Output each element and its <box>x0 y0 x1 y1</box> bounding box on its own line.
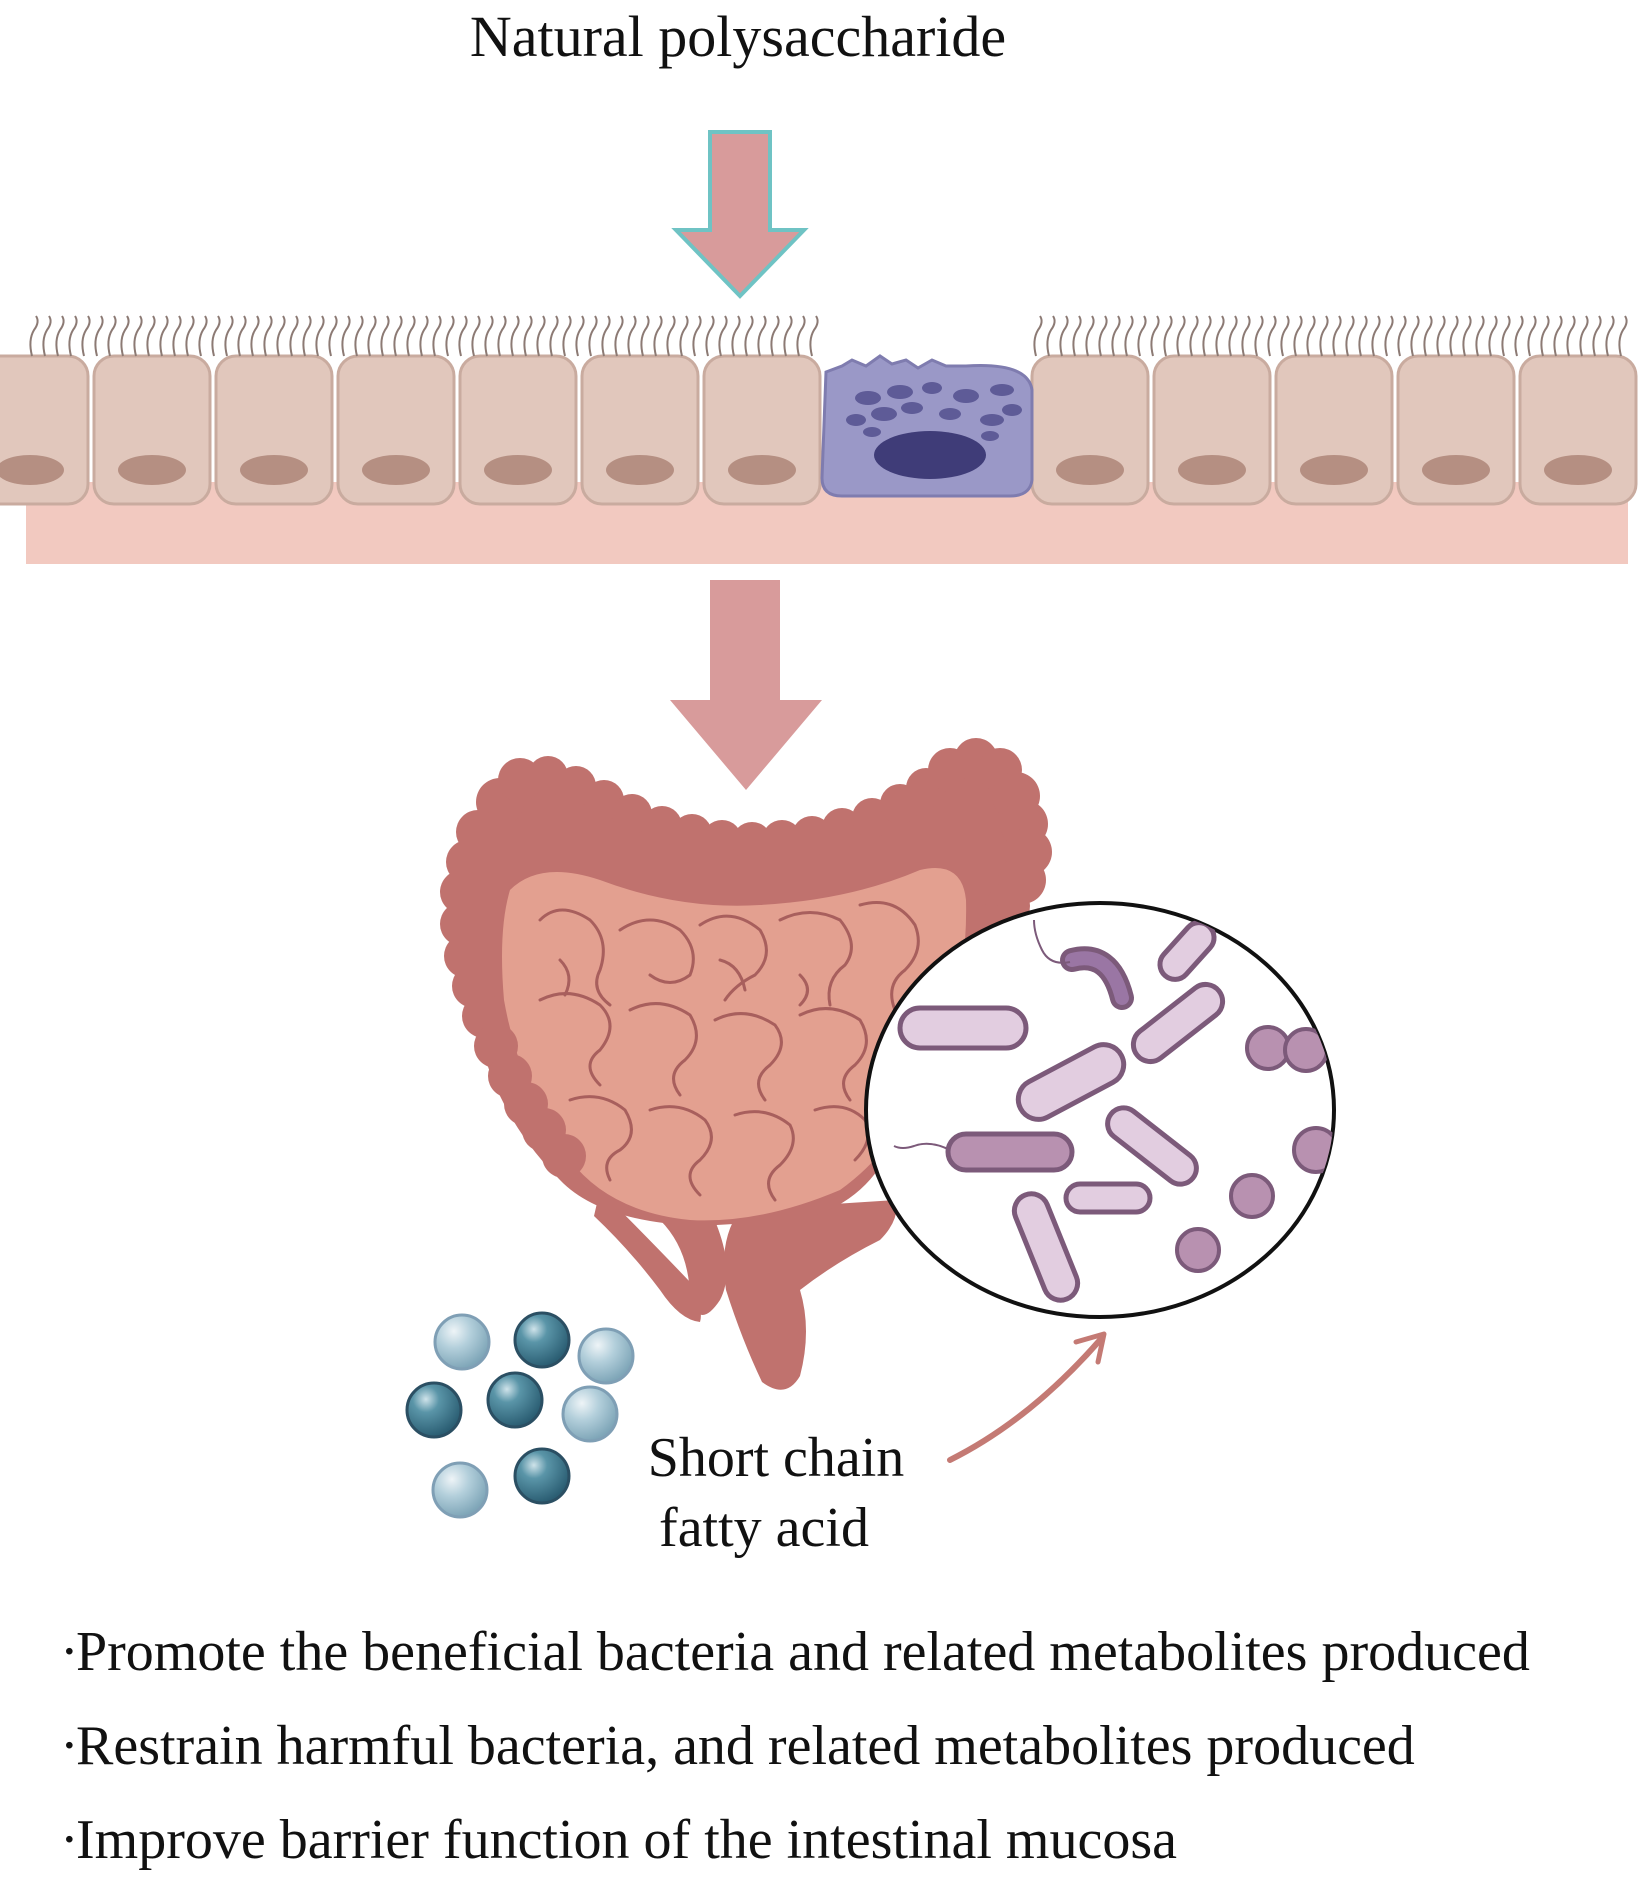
effect-item: ·Restrain harmful bacteria, and related … <box>60 1699 1640 1793</box>
scfa-label-line1: Short chain <box>648 1427 905 1489</box>
epithelial-cell <box>1396 354 1516 506</box>
magnifier-circle-icon <box>864 901 1336 1319</box>
title: Natural polysaccharide <box>470 4 1006 69</box>
epithelial-cell <box>214 354 334 506</box>
epithelial-cell <box>458 354 578 506</box>
epithelial-cell <box>1274 354 1394 506</box>
bullet-marker: · <box>60 1621 79 1683</box>
effect-item: ·Promote the beneficial bacteria and rel… <box>60 1605 1640 1699</box>
epithelial-cell <box>92 354 212 506</box>
effects-list: ·Promote the beneficial bacteria and rel… <box>60 1605 1640 1887</box>
goblet-cell <box>820 354 1034 498</box>
effect-text: Improve barrier function of the intestin… <box>76 1809 1177 1871</box>
bullet-marker: · <box>60 1715 79 1777</box>
bullet-marker: · <box>60 1809 79 1871</box>
curved-arrow-icon <box>947 1331 1107 1463</box>
scfa-molecule-icon <box>405 1311 635 1519</box>
down-arrow-icon <box>671 130 809 299</box>
epithelial-cell <box>1152 354 1272 506</box>
scfa-label-line2: fatty acid <box>659 1497 869 1559</box>
effect-text: Promote the beneficial bacteria and rela… <box>76 1621 1530 1683</box>
effect-text: Restrain harmful bacteria, and related m… <box>76 1715 1415 1777</box>
epithelial-cell <box>1030 354 1150 506</box>
effect-item: ·Improve barrier function of the intesti… <box>60 1793 1640 1887</box>
epithelial-cell <box>702 354 822 506</box>
down-arrow-icon <box>670 580 822 790</box>
epithelial-cell <box>580 354 700 506</box>
epithelial-cell <box>0 354 90 506</box>
epithelial-cell <box>336 354 456 506</box>
epithelial-cell <box>1518 354 1638 506</box>
epithelium-icon <box>0 315 1638 564</box>
